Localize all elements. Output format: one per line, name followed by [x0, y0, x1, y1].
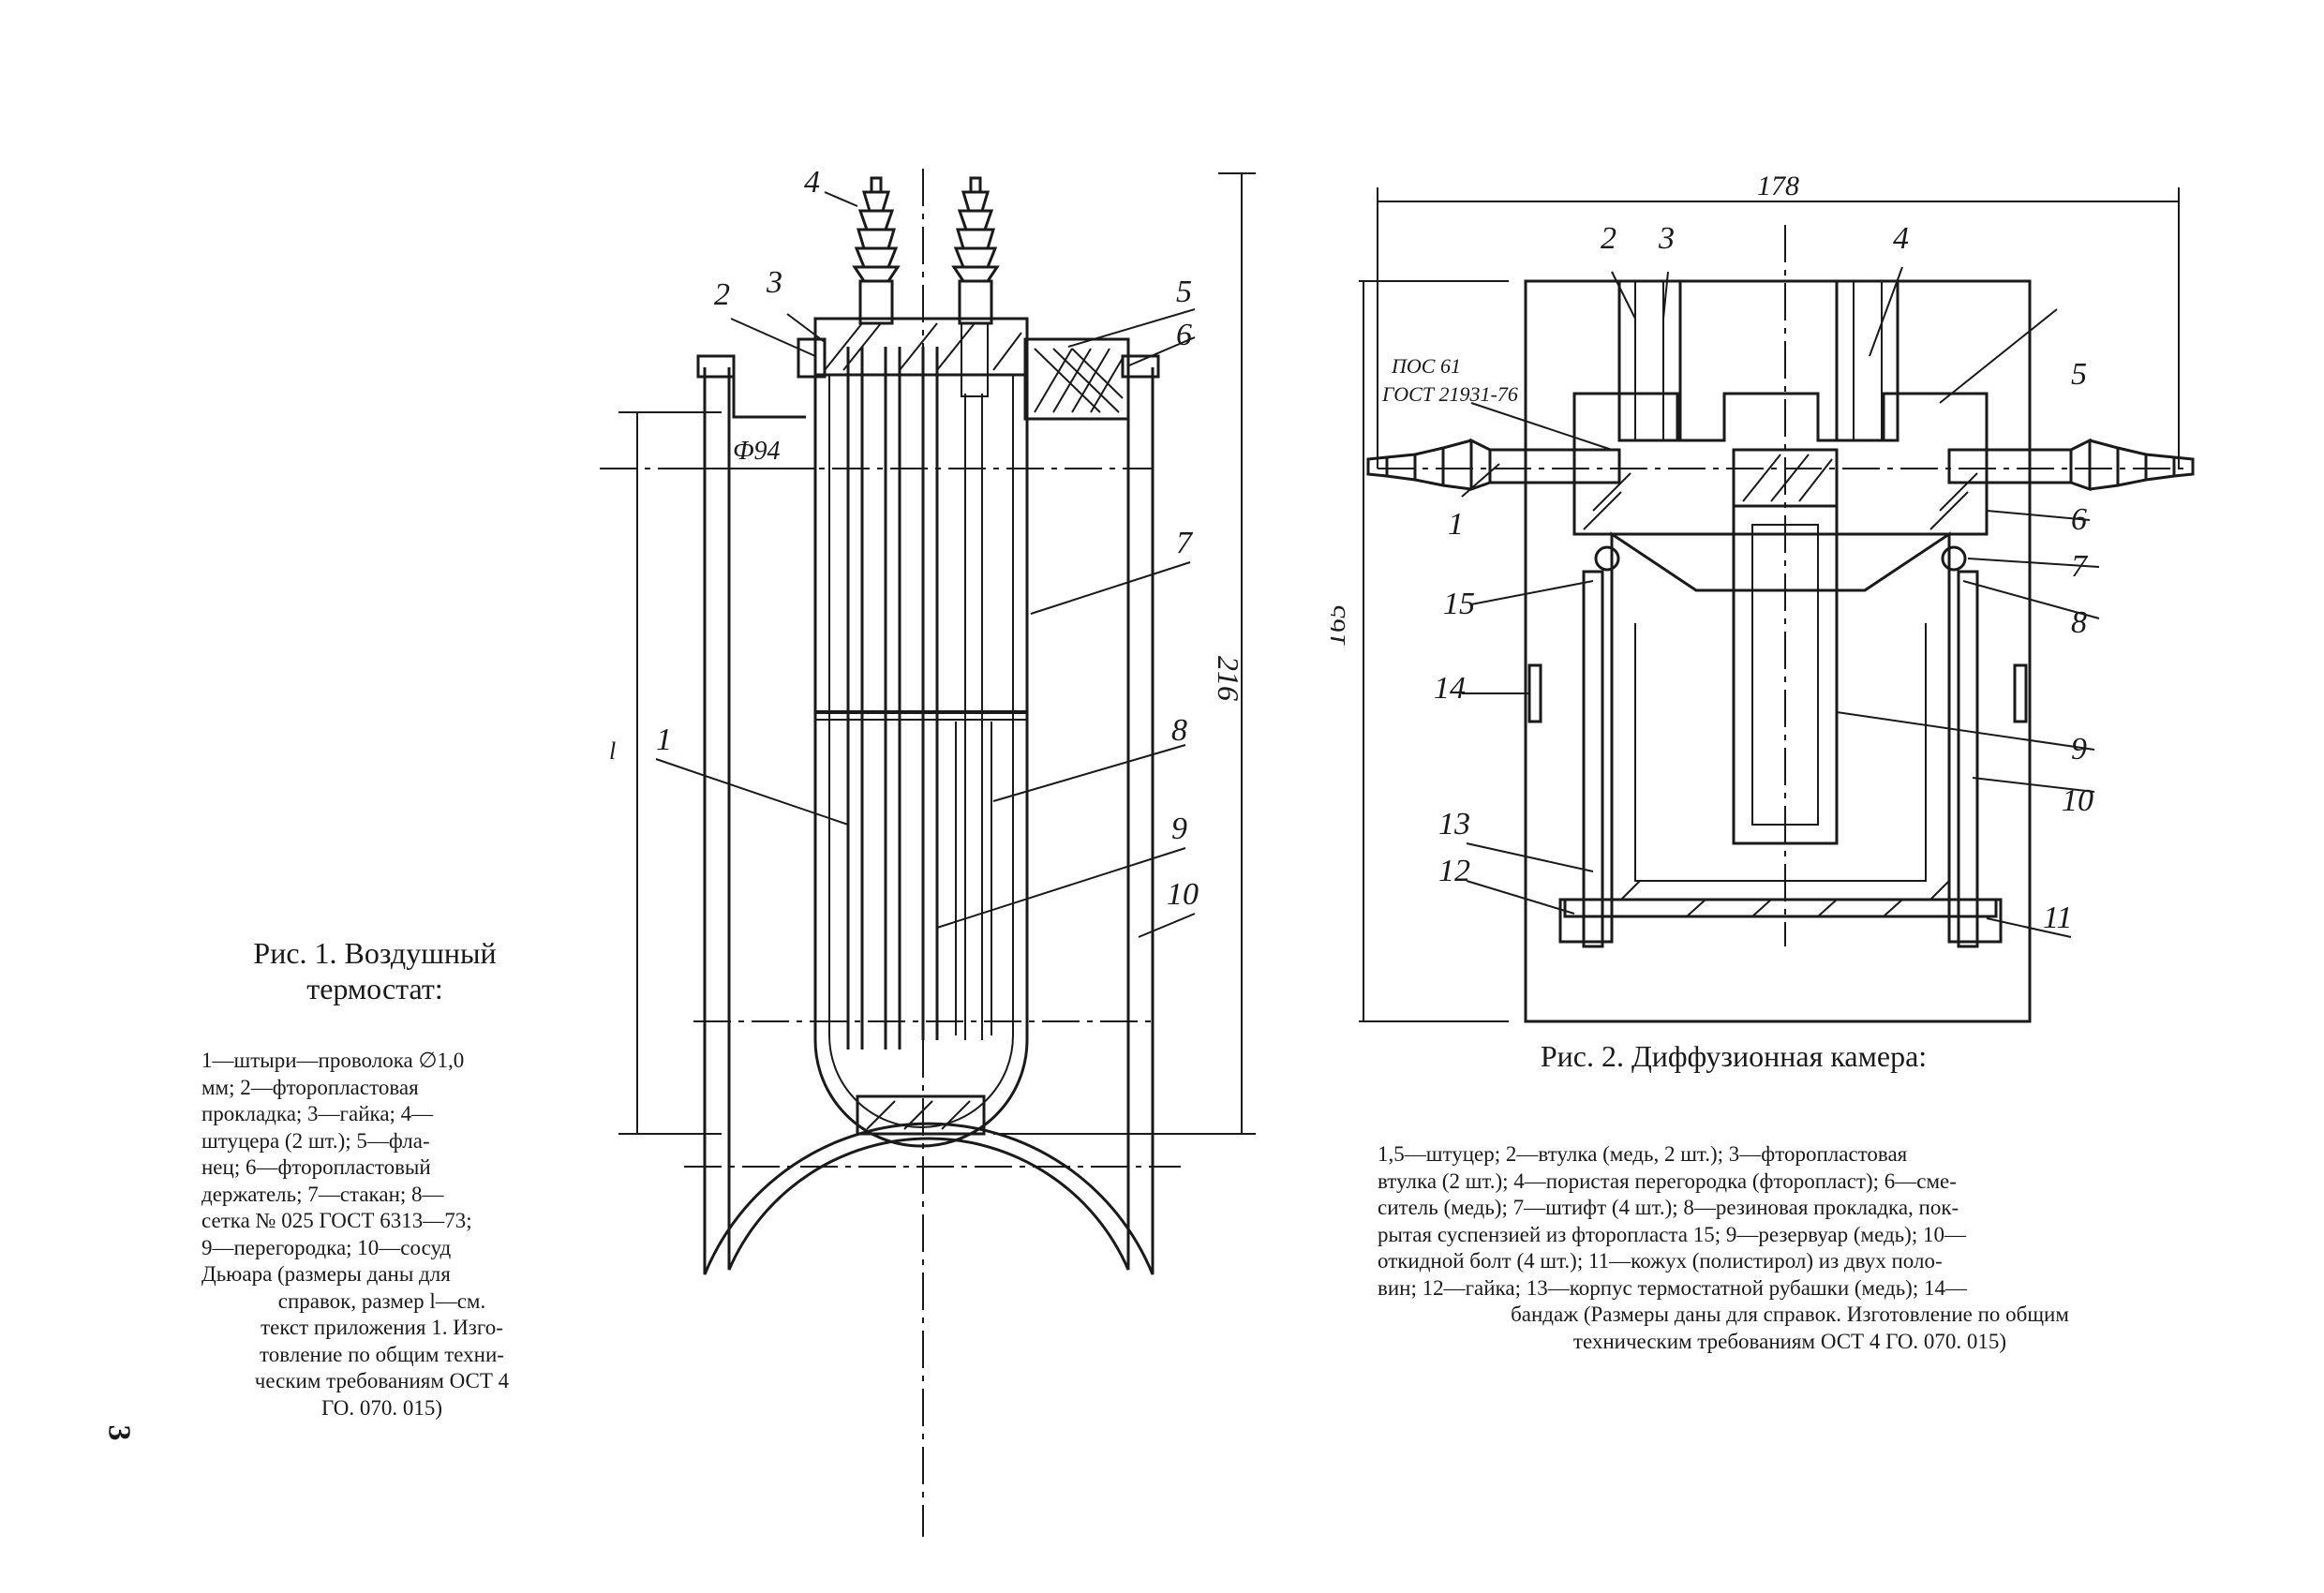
fig2-label-13: 13: [1438, 807, 1470, 841]
fig2-dim-height: 165: [1331, 604, 1351, 647]
fig1-label-2: 2: [714, 277, 730, 312]
fig1-dim-diameter: Ф94: [733, 437, 781, 466]
caption-line: 9—перегородка; 10—сосуд: [201, 1235, 452, 1259]
figure-2-title: Рис. 2. Диффузионная камера:: [1540, 1039, 1928, 1073]
fig1-label-6: 6: [1176, 318, 1192, 352]
nut-12-left: [1558, 898, 1614, 944]
cup-7: [813, 375, 1029, 1148]
fig1-label-1: 1: [656, 722, 672, 757]
caption-line: техническим требованиям ОСТ 4 ГО. 070. 0…: [1572, 1329, 2007, 1353]
caption-line: бандаж (Размеры даны для справок. Изгото…: [1511, 1303, 2069, 1326]
fig1-label-5: 5: [1176, 275, 1192, 309]
fig2-solder-note-line-1: ПОС 61: [1391, 354, 1461, 378]
bandage-14: [1527, 663, 1542, 723]
fig1-label-7: 7: [1176, 526, 1194, 560]
fig2-label-2: 2: [1601, 221, 1616, 256]
caption-line: ситель (медь); 7—штифт (4 шт.); 8—резино…: [1378, 1196, 1959, 1219]
caption-line: текст приложения 1. Изго-: [261, 1316, 503, 1339]
caption-line: вин; 12—гайка; 13—корпус термостатной ру…: [1378, 1275, 1967, 1300]
fig2-label-8: 8: [2071, 605, 2087, 640]
partition-9: [955, 394, 992, 1040]
fig2-label-12: 12: [1438, 854, 1470, 888]
fig1-label-9: 9: [1171, 811, 1187, 846]
caption-line: рытая суспензией из фторопласта 15; 9—ре…: [1378, 1222, 1966, 1246]
caption-line: ческим требованиям ОСТ 4: [254, 1369, 510, 1392]
caption-line: сетка № 025 ГОСТ 6313—73;: [201, 1209, 472, 1232]
caption-line: 1,5—штуцер; 2—втулка (медь, 2 шт.); 3—фт…: [1378, 1142, 1908, 1166]
caption-line: товление по общим техни-: [260, 1342, 504, 1366]
dewar-inner-wall: [727, 367, 1130, 1271]
fig2-label-11: 11: [2043, 901, 2072, 935]
fig1-label-8: 8: [1171, 713, 1187, 748]
figure-1-title-line-2: термостат:: [306, 972, 443, 1005]
fig1-label-4: 4: [804, 165, 820, 200]
fig2-label-4: 4: [1893, 221, 1909, 256]
fig2-label-1: 1: [1448, 507, 1464, 542]
fig2-label-10: 10: [2062, 783, 2093, 818]
caption-line: Дьюара (размеры даны для: [201, 1262, 451, 1286]
caption-line: держатель; 7—стакан; 8—: [201, 1182, 444, 1206]
fig1-dim-overall-height: 216: [1212, 656, 1245, 701]
caption-line: откидной болт (4 шт.); 11—кожух (полисти…: [1378, 1249, 1943, 1273]
fig1-label-10: 10: [1167, 877, 1199, 912]
fig1-dim-length: l: [609, 737, 616, 765]
figure-1-caption: 1—штыри—проволока ∅1,0 мм; 2—фторопласто…: [201, 1048, 562, 1422]
fig1-label-3: 3: [766, 265, 782, 300]
figure-2-caption: 1,5—штуцер; 2—втулка (медь, 2 шт.); 3—фт…: [1378, 1141, 2202, 1355]
mixer-6: [1572, 392, 1989, 536]
caption-line: справок, размер l—см.: [277, 1288, 486, 1313]
caption-line: втулка (2 шт.); 4—пористая перегородка (…: [1378, 1169, 1957, 1193]
caption-line: штуцера (2 шт.); 5—фла-: [201, 1128, 430, 1153]
caption-line: ГО. 070. 015): [321, 1395, 442, 1420]
page-number: 3: [101, 1424, 137, 1441]
nozzle-1: [1366, 438, 1621, 492]
sleeve-2-right: [1835, 279, 1899, 442]
fig2-label-7: 7: [2071, 549, 2089, 584]
fig2-label-6: 6: [2071, 502, 2087, 537]
sleeve-2-left: [1617, 279, 1682, 442]
fig2-label-14: 14: [1434, 671, 1466, 706]
fig2-dim-width: 178: [1757, 171, 1799, 201]
figure-1-title: Рис. 1. Воздушный термостат:: [201, 935, 548, 1006]
holder-6: [1023, 337, 1130, 421]
nozzle-5: [1947, 438, 2195, 492]
fig2-label-3: 3: [1658, 221, 1675, 256]
figure-2-drawing: 178 165 2 3 4 5 ПОС 61 ГОСТ 21931-76 1 6…: [1331, 171, 2195, 1023]
fig2-label-5: 5: [2071, 357, 2087, 392]
nozzles-4: [852, 176, 1000, 397]
dewar-outer-wall: [703, 367, 1155, 1275]
caption-line: прокладка; 3—гайка; 4—: [201, 1102, 434, 1125]
fig2-label-9: 9: [2071, 732, 2087, 767]
fig2-solder-note-line-2: ГОСТ 21931-76: [1381, 382, 1518, 406]
fig2-label-15: 15: [1443, 587, 1475, 621]
caption-line: нец; 6—фторопластовый: [201, 1155, 431, 1179]
nut-3: [813, 317, 1029, 377]
figure-1-title-line-1: Рис. 1. Воздушный: [253, 936, 497, 970]
caption-line: мм; 2—фторопластовая: [201, 1075, 419, 1099]
caption-line: 1—штыри—проволока ∅1,0: [201, 1049, 465, 1072]
casing-11: [1524, 279, 2032, 1023]
figure-1-drawing: 4 3 2 5 6 7 1 8 9 10 Ф94 l 216: [600, 165, 1256, 1537]
